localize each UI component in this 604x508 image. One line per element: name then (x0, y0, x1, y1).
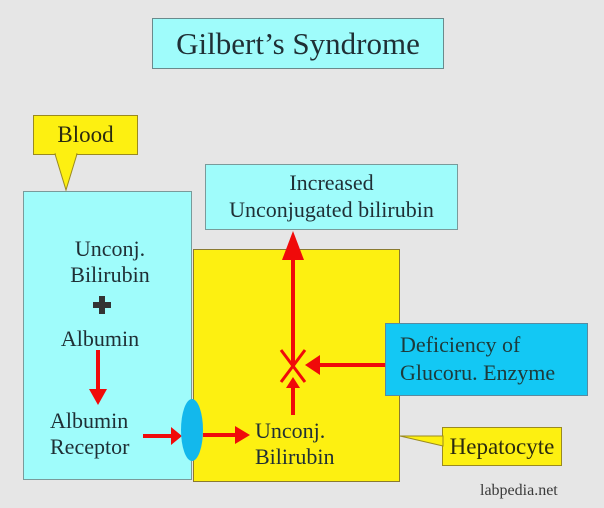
albumin-label: Albumin (60, 326, 140, 351)
enzyme-deficiency-box: Deficiency of Glucoru. Enzyme (385, 323, 588, 396)
receptor-line-1: Albumin (50, 408, 129, 433)
upward-arrow-lower-head (286, 377, 300, 388)
blood-callout-pointer (54, 153, 78, 192)
deficiency-line-2: Glucoru. Enzyme (400, 360, 556, 385)
hepatocyte-callout-pointer (399, 435, 444, 447)
albumin-receptor-label: Albumin Receptor (40, 408, 150, 460)
upward-arrow-head (282, 231, 304, 260)
outcome-line-1: Increased (289, 170, 374, 195)
deficiency-line-1: Deficiency of (400, 332, 521, 357)
hepatocyte-unconj-bilirubin: Unconj. Bilirubin (255, 418, 375, 470)
block-x-line-2 (279, 349, 307, 383)
hepatocyte-callout: Hepatocyte (442, 427, 562, 466)
albumin-down-arrow-head (89, 389, 107, 405)
receptor-line-2: Receptor (50, 434, 130, 459)
membrane-receptor (181, 399, 203, 461)
hep-unconj-line-2: Bilirubin (255, 444, 335, 469)
uptake-arrow-head (235, 426, 250, 444)
page-title: Gilbert’s Syndrome (176, 26, 420, 61)
blood-unconj-line-2: Bilirubin (70, 262, 150, 287)
blood-callout: Blood (33, 115, 138, 155)
blood-unconj-line-1: Unconj. (74, 236, 146, 261)
hep-unconj-line-1: Unconj. (255, 418, 326, 443)
inhibition-arrow-head (305, 355, 320, 375)
plus-icon (93, 296, 111, 314)
hepatocyte-label: Hepatocyte (449, 434, 555, 459)
blood-unconj-bilirubin: Unconj. Bilirubin (40, 236, 180, 288)
outcome-line-2: Unconjugated bilirubin (229, 197, 434, 222)
increased-bilirubin-box: Increased Unconjugated bilirubin (205, 164, 458, 230)
watermark: labpedia.net (480, 482, 558, 499)
receptor-arrow-head (171, 427, 182, 445)
title-box: Gilbert’s Syndrome (152, 18, 444, 69)
blood-compartment (23, 191, 192, 480)
blood-label: Blood (57, 122, 114, 147)
